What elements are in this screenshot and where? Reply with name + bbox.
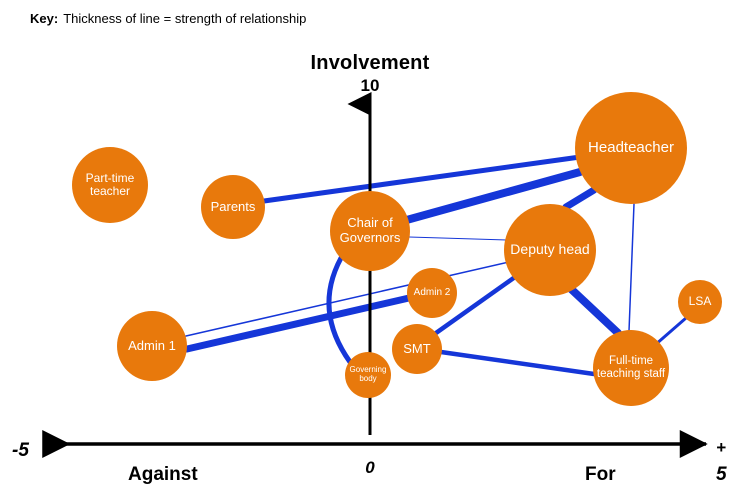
node-smt[interactable]: SMT <box>392 324 442 374</box>
node-label: Admin 1 <box>128 337 176 353</box>
node-full-time-teaching-staff[interactable]: Full-time teaching staff <box>593 330 669 406</box>
y-axis-title: Involvement <box>310 52 430 74</box>
node-label: Governing body <box>349 365 387 383</box>
link-admin-1-to-deputy-head <box>185 261 510 337</box>
node-label: Part-time teacher <box>85 170 135 198</box>
link-chair-of-governors-to-headteacher <box>399 168 584 225</box>
node-label: LSA <box>688 294 712 309</box>
link-chair-of-governors-to-deputy-head <box>408 236 508 241</box>
node-label: Headteacher <box>588 138 674 156</box>
x-axis-zero-label: 0 <box>365 458 375 477</box>
node-deputy-head[interactable]: Deputy head <box>504 204 596 296</box>
link-deputy-head-to-full-time-teaching-staff <box>566 284 622 337</box>
node-headteacher[interactable]: Headteacher <box>575 92 687 204</box>
x-axis-right-label: For <box>585 464 616 485</box>
node-label: SMT <box>403 340 431 356</box>
node-chair-of-governors[interactable]: Chair of Governors <box>330 191 410 271</box>
node-label: Full-time teaching staff <box>596 355 666 380</box>
key-legend: Key: Thickness of line = strength of rela… <box>30 11 306 26</box>
node-governing-body[interactable]: Governing body <box>345 352 391 398</box>
link-admin-1-to-admin-2 <box>183 294 413 353</box>
node-part-time-teacher[interactable]: Part-time teacher <box>72 147 148 223</box>
key-label: Key: <box>30 11 59 26</box>
link-smt-to-full-time-teaching-staff <box>438 349 597 377</box>
node-label: Admin 2 <box>413 287 451 299</box>
y-axis-max-label: 10 <box>360 76 380 95</box>
link-deputy-head-to-smt <box>433 274 518 336</box>
node-lsa[interactable]: LSA <box>678 280 722 324</box>
link-chair-of-governors-to-governing-body <box>326 255 353 365</box>
node-admin-1[interactable]: Admin 1 <box>117 311 187 381</box>
key-description: Thickness of line = strength of relation… <box>63 11 307 26</box>
link-headteacher-to-deputy-head <box>562 186 598 211</box>
link-headteacher-to-full-time-teaching-staff <box>628 203 635 332</box>
node-label: Parents <box>210 198 256 214</box>
node-label: Chair of Governors <box>339 215 401 245</box>
x-axis-left-label: Against <box>128 464 198 485</box>
link-lsa-to-full-time-teaching-staff <box>653 316 688 347</box>
node-parents[interactable]: Parents <box>201 175 265 239</box>
node-admin-2[interactable]: Admin 2 <box>407 268 457 318</box>
x-axis-max-label: 5 <box>716 464 727 485</box>
link-parents-to-headteacher <box>261 154 583 204</box>
x-axis-plus-sign: + <box>716 438 726 457</box>
node-label: Deputy head <box>510 241 590 258</box>
x-axis-min-label: -5 <box>12 440 29 461</box>
